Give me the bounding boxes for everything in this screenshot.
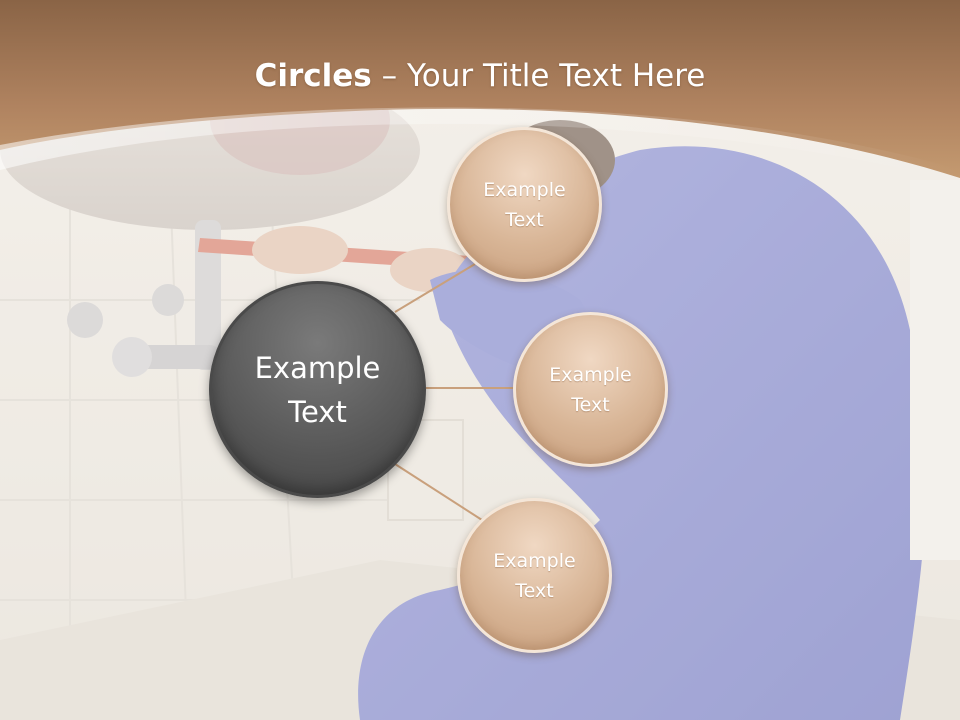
satellite-bottom-line2: Text [515,579,554,602]
center-circle-line2: Text [288,394,347,429]
center-circle[interactable]: Example Text [209,281,426,498]
satellite-top-line1: Example [483,178,566,201]
satellite-top-line2: Text [505,208,544,231]
satellite-middle-line2: Text [571,393,610,416]
center-circle-line1: Example [254,350,381,385]
title-rest: – Your Title Text Here [371,58,706,94]
header-band [0,0,960,200]
satellite-bottom-line1: Example [493,549,576,572]
slide-title: Circles – Your Title Text Here [0,52,960,100]
satellite-circle-bottom[interactable]: Example Text [457,498,612,653]
satellite-circle-middle[interactable]: Example Text [513,312,668,467]
satellite-middle-line1: Example [549,363,632,386]
satellite-circle-top[interactable]: Example Text [447,127,602,282]
connector-3 [394,463,483,521]
connector-1 [394,263,476,313]
title-bold-word: Circles [254,58,372,94]
